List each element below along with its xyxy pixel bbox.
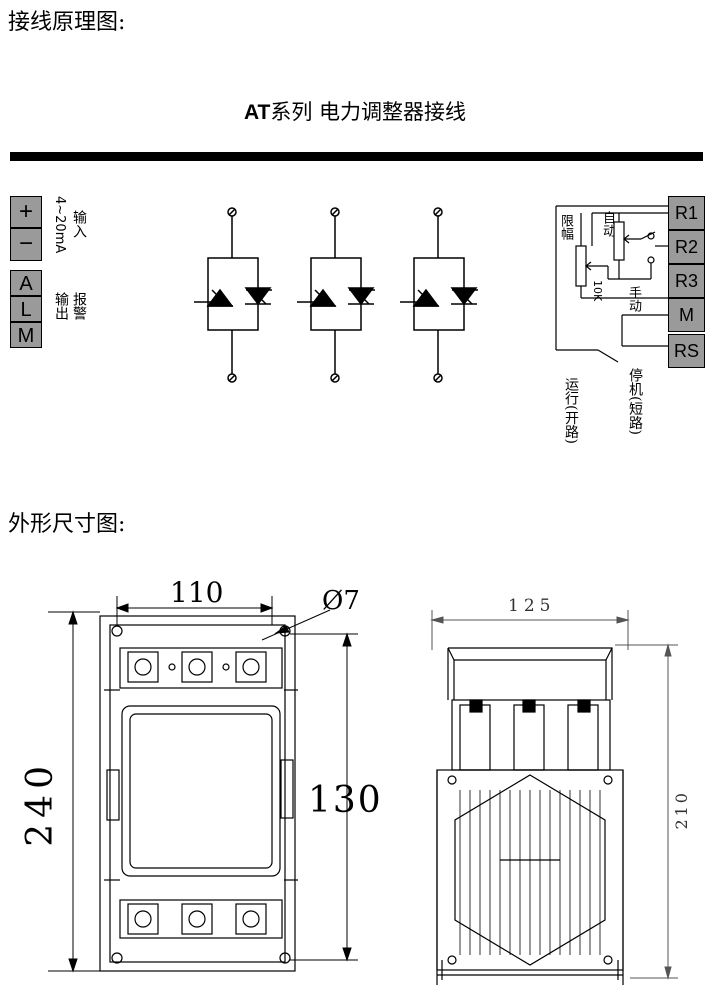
label-input-range: 4~20mA — [52, 196, 67, 254]
outline-heading: 外形尺寸图: — [8, 512, 126, 537]
dim-height-total: 240 — [20, 760, 61, 847]
label-auto: 自动 — [600, 211, 615, 237]
label-input: 输入 — [71, 210, 87, 238]
label-stop-short: 停机(短路) — [627, 368, 643, 435]
label-run-open: 运行(开路) — [563, 377, 579, 444]
label-limit: 限幅 — [558, 214, 573, 240]
side-dimensions — [430, 610, 678, 980]
terminal-a: A — [10, 270, 42, 296]
wiring-heading: 接线原理图: — [8, 10, 126, 35]
terminal-r3: R3 — [668, 264, 705, 298]
thyristor-module-1 — [194, 207, 272, 383]
dim-width-side: 125 — [508, 596, 556, 616]
terminal-r1: R1 — [668, 196, 705, 230]
terminal-plus: + — [10, 196, 42, 228]
side-view — [436, 647, 624, 985]
front-dimensions — [48, 596, 358, 973]
terminal-m: M — [10, 322, 42, 348]
terminal-m-right: M — [668, 298, 705, 332]
terminal-l: L — [10, 296, 42, 322]
label-manual: 手动 — [626, 286, 641, 312]
front-view — [99, 615, 298, 972]
thyristor-module-3 — [400, 207, 478, 383]
thyristor-module-2 — [297, 207, 375, 383]
title-series-code: AT — [243, 101, 271, 124]
terminal-minus: − — [10, 228, 42, 261]
dim-height-side: 210 — [672, 790, 691, 830]
label-10k: 10K — [591, 280, 604, 302]
title-text: 系列 电力调整器接线 — [270, 100, 467, 124]
dim-width-holes: 110 — [170, 576, 224, 609]
label-output: 输出 — [53, 292, 69, 320]
terminal-rs: RS — [668, 334, 705, 368]
dim-height-holes: 130 — [308, 780, 383, 821]
dim-hole-diameter: Ø7 — [322, 586, 360, 616]
terminal-r2: R2 — [668, 230, 705, 264]
label-alarm: 报警 — [71, 292, 87, 320]
diagram-title: AT系列 电力调整器接线 — [0, 96, 710, 126]
title-rule — [10, 152, 703, 161]
control-wiring — [555, 205, 668, 363]
